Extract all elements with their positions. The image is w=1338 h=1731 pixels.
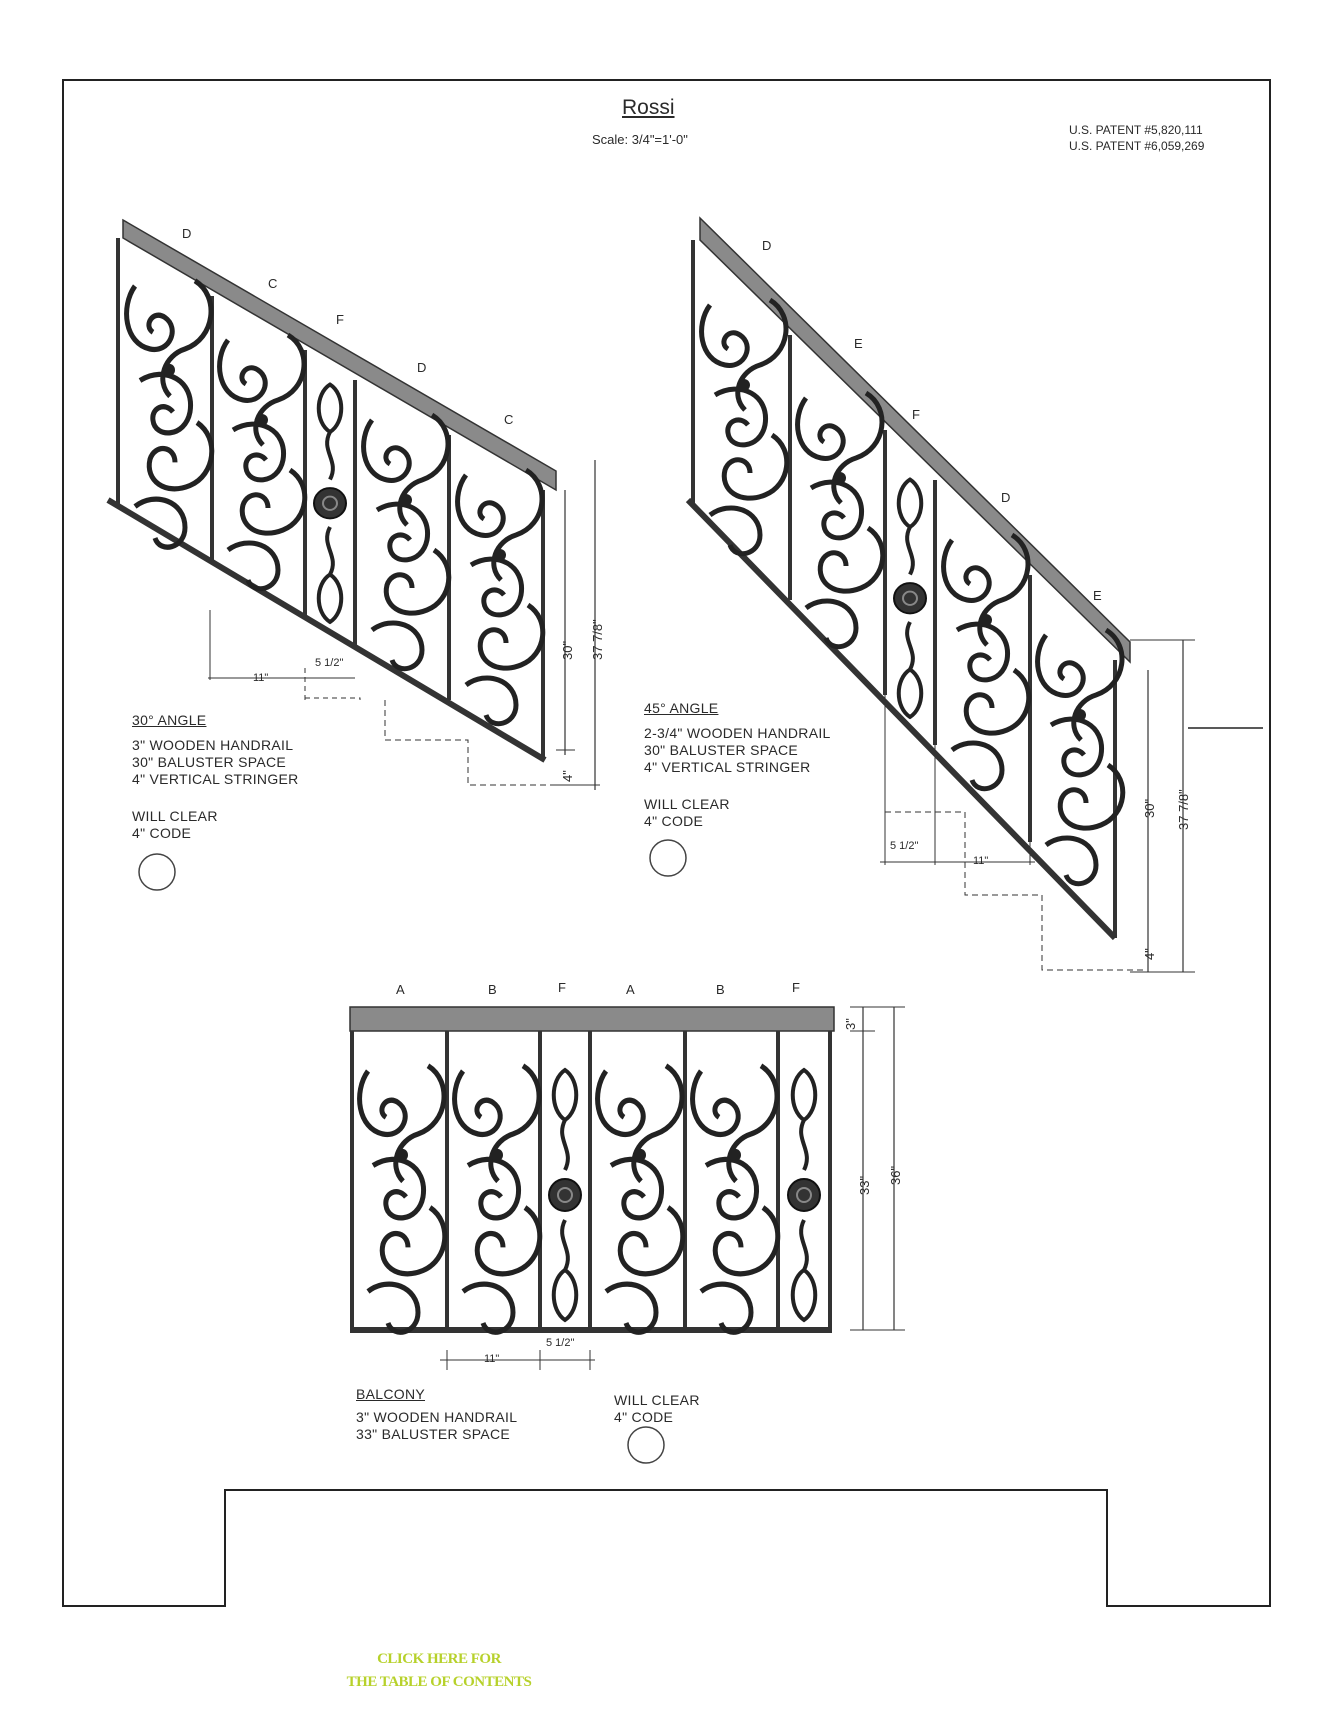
seg-label: F	[792, 980, 800, 995]
dim-stringer: 4"	[560, 770, 575, 782]
seg-label: F	[912, 407, 920, 422]
toc-line-1: CLICK HERE FOR	[377, 1651, 501, 1667]
drawing-scale: Scale: 3/4"=1'-0"	[592, 132, 688, 147]
stair-30-drawing	[106, 218, 600, 891]
clear-line: WILL CLEAR	[132, 808, 218, 824]
sheet-border	[62, 79, 1271, 1607]
stair30-heading: 30° ANGLE	[132, 712, 207, 728]
seg-label: D	[417, 360, 427, 375]
spec-line: 30" BALUSTER SPACE	[644, 742, 799, 758]
dim-height: 36"	[888, 1165, 903, 1185]
spec-line: 3" WOODEN HANDRAIL	[356, 1409, 518, 1425]
dim-width: 5 1/2"	[315, 657, 344, 669]
clear-line: 4" CODE	[132, 825, 192, 841]
dim-rail: 3"	[843, 1018, 858, 1030]
dim-height: 33"	[857, 1175, 872, 1195]
seg-label: C	[268, 276, 278, 291]
seg-label: A	[626, 982, 635, 997]
seg-label: D	[762, 238, 772, 253]
seg-label: A	[396, 982, 405, 997]
dim-width: 5 1/2"	[546, 1337, 575, 1349]
table-of-contents-link[interactable]: CLICK HERE FOR THE TABLE OF CONTENTS	[308, 1648, 570, 1694]
spec-line: 30" BALUSTER SPACE	[132, 754, 287, 770]
dim-stringer: 4"	[1142, 948, 1157, 960]
dim-width: 11"	[253, 672, 269, 684]
balcony-heading: BALCONY	[356, 1386, 426, 1402]
seg-label: E	[1093, 588, 1102, 603]
spec-line: 4" VERTICAL STRINGER	[132, 771, 299, 787]
stair45-heading: 45° ANGLE	[644, 700, 719, 716]
seg-label: B	[716, 982, 725, 997]
dim-height: 37 7/8"	[590, 619, 605, 660]
stair45-notes: 45° ANGLE 2-3/4" WOODEN HANDRAIL 30" BAL…	[644, 700, 831, 830]
patent-1: U.S. PATENT #5,820,111	[1069, 123, 1203, 137]
balcony-clear: WILL CLEAR 4" CODE	[614, 1392, 700, 1426]
seg-label: D	[1001, 490, 1011, 505]
seg-label: F	[336, 312, 344, 327]
spec-line: 33" BALUSTER SPACE	[356, 1426, 511, 1442]
balcony-notes: BALCONY 3" WOODEN HANDRAIL 33" BALUSTER …	[356, 1386, 517, 1443]
balcony-drawing	[349, 1006, 905, 1464]
stair-45-drawing	[649, 216, 1195, 973]
dim-height: 30"	[560, 640, 575, 660]
patent-numbers: U.S. PATENT #5,820,111 U.S. PATENT #6,05…	[1069, 122, 1204, 154]
dim-height: 37 7/8"	[1176, 789, 1191, 830]
spec-line: 4" VERTICAL STRINGER	[644, 759, 811, 775]
seg-label: B	[488, 982, 497, 997]
seg-label: C	[504, 412, 514, 427]
clear-line: WILL CLEAR	[614, 1392, 700, 1408]
spec-line: 3" WOODEN HANDRAIL	[132, 737, 294, 753]
drawing-title: Rossi	[622, 96, 675, 119]
clear-line: 4" CODE	[614, 1409, 674, 1425]
stair30-notes: 30° ANGLE 3" WOODEN HANDRAIL 30" BALUSTE…	[132, 712, 299, 842]
seg-label: F	[558, 980, 566, 995]
toc-line-2: THE TABLE OF CONTENTS	[346, 1674, 532, 1690]
dim-width: 11"	[484, 1353, 500, 1365]
dim-width: 5 1/2"	[890, 840, 919, 852]
seg-label: E	[854, 336, 863, 351]
patent-2: U.S. PATENT #6,059,269	[1069, 139, 1205, 153]
clear-line: WILL CLEAR	[644, 796, 730, 812]
spec-line: 2-3/4" WOODEN HANDRAIL	[644, 725, 831, 741]
dim-height: 30"	[1142, 798, 1157, 818]
seg-label: D	[182, 226, 192, 241]
clear-line: 4" CODE	[644, 813, 704, 829]
dim-width: 11"	[973, 855, 989, 867]
